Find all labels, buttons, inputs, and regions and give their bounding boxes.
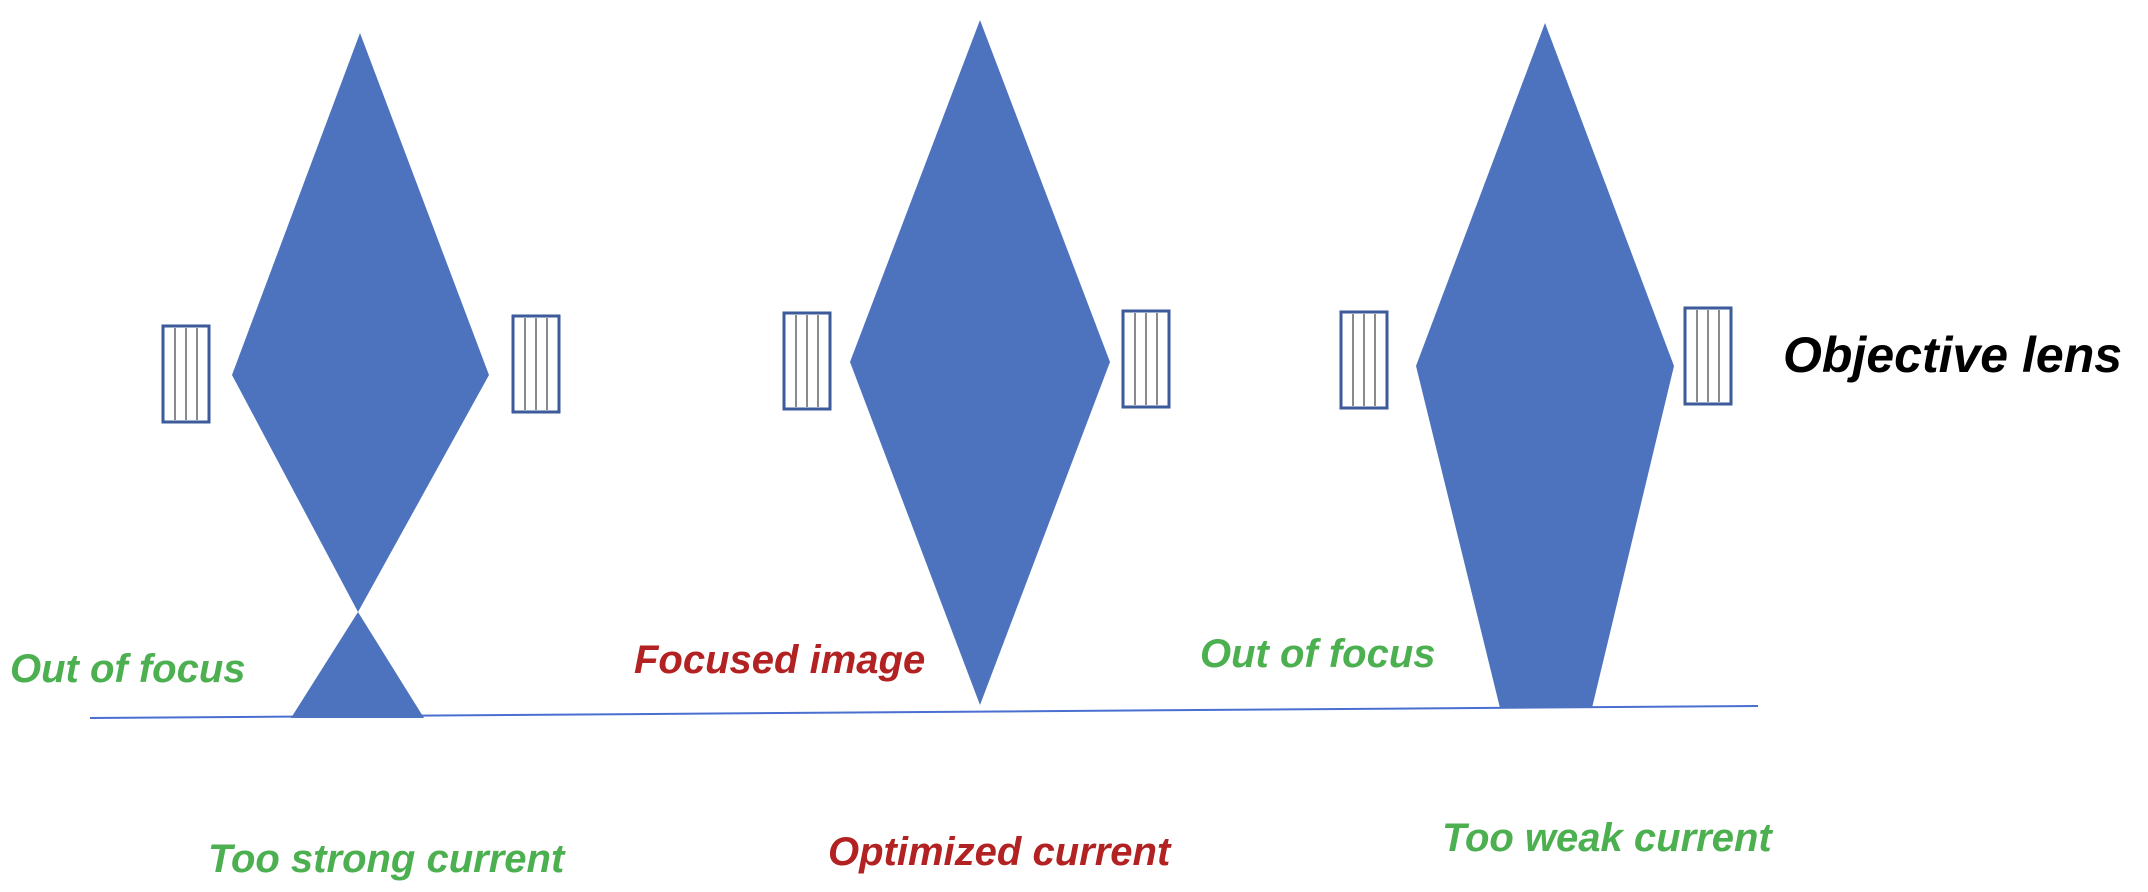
out-of-focus-label-left: Out of focus xyxy=(10,647,246,691)
beam-upper-cone-left xyxy=(232,33,489,612)
objective-lens-label: Objective lens xyxy=(1783,327,2122,383)
lens-coil-left-b xyxy=(511,314,561,414)
optimized-current-label: Optimized current xyxy=(828,830,1172,874)
lens-coil-middle-a xyxy=(782,311,832,411)
focused-image-label: Focused image xyxy=(634,638,925,682)
too-weak-current-label: Too weak current xyxy=(1442,816,1773,860)
beam-too-strong xyxy=(232,33,489,718)
beam-optimized xyxy=(850,20,1110,705)
lens-coil-middle-b xyxy=(1121,309,1171,409)
lens-coil-right-a xyxy=(1339,310,1389,410)
too-strong-current-label: Too strong current xyxy=(208,837,566,881)
beam-lower-cone-left xyxy=(291,612,424,718)
beam-too-weak xyxy=(1416,23,1674,708)
lens-coil-left-a xyxy=(161,324,211,424)
lens-coil-right-b xyxy=(1683,306,1733,406)
out-of-focus-label-right: Out of focus xyxy=(1200,632,1436,676)
